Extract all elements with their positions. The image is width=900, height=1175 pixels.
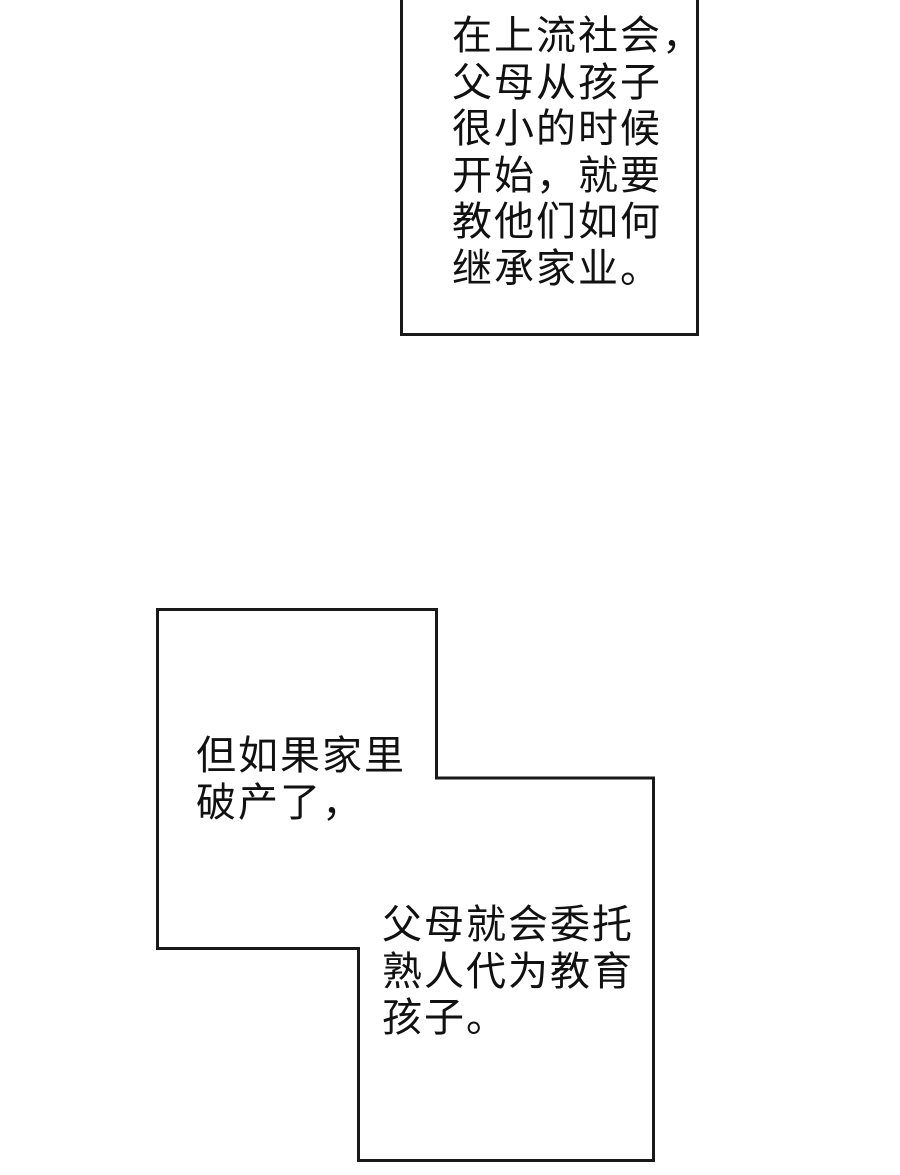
text-line: 开始，就要	[452, 152, 662, 199]
text-line: 继承家业。	[452, 245, 662, 292]
text-line: 破产了，	[196, 779, 364, 826]
text-line: 父母从孩子	[452, 59, 662, 106]
narration-box-bottom	[156, 608, 655, 1162]
text-line: 熟人代为教育	[382, 948, 634, 995]
narration-box-top	[400, 0, 699, 336]
text-line: 在上流社会，	[452, 13, 704, 59]
narration-top-textblock: 在上流社会， 父母从孩子 很小的时候 开始，就要 教他们如何 继承家业。	[452, 13, 704, 292]
narration-bottom-left-textblock: 但如果家里 破产了，	[196, 733, 406, 826]
text-line: 父母就会委托	[382, 902, 634, 948]
text-line: 教他们如何	[452, 199, 662, 245]
text-line: 但如果家里	[196, 733, 406, 779]
text-line: 很小的时候	[452, 106, 662, 152]
narration-bottom-right-textblock: 父母就会委托 熟人代为教育 孩子。	[382, 902, 634, 1042]
text-line: 孩子。	[382, 995, 508, 1041]
